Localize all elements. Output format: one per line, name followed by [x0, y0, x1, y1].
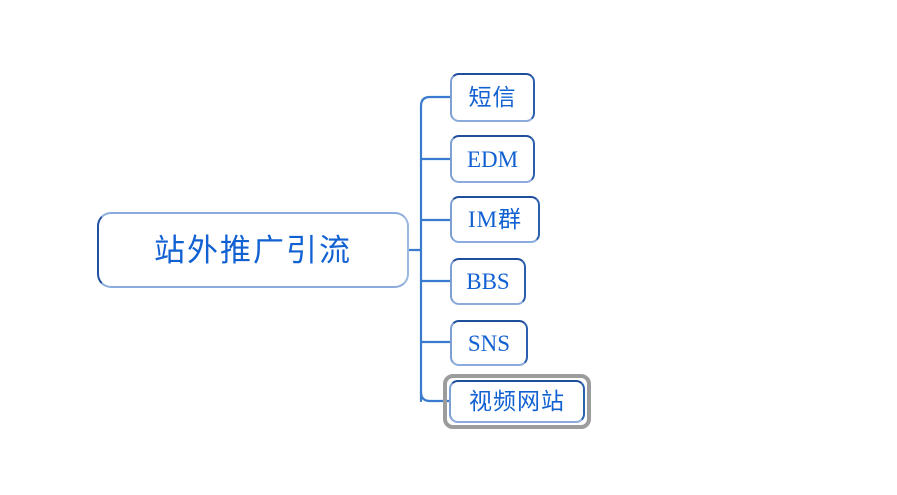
node-edm-label: EDM [466, 146, 519, 172]
node-video[interactable]: 视频网站 [449, 380, 585, 423]
node-sms-label: 短信 [468, 85, 517, 110]
node-sns-label: SNS [467, 330, 511, 356]
node-sms[interactable]: 短信 [450, 73, 535, 122]
node-bbs-label: BBS [466, 269, 510, 294]
node-sns[interactable]: SNS [450, 320, 528, 366]
connector-branch-sms [419, 95, 452, 108]
node-bbs[interactable]: BBS [450, 258, 526, 305]
root-node-label: 站外推广引流 [154, 232, 352, 268]
node-video-label: 视频网站 [469, 389, 565, 414]
node-edm[interactable]: EDM [450, 135, 535, 183]
root-node[interactable]: 站外推广引流 [97, 212, 409, 288]
selection-outline [443, 374, 591, 429]
node-im-label: IM群 [467, 207, 523, 232]
node-im[interactable]: IM群 [450, 196, 540, 243]
